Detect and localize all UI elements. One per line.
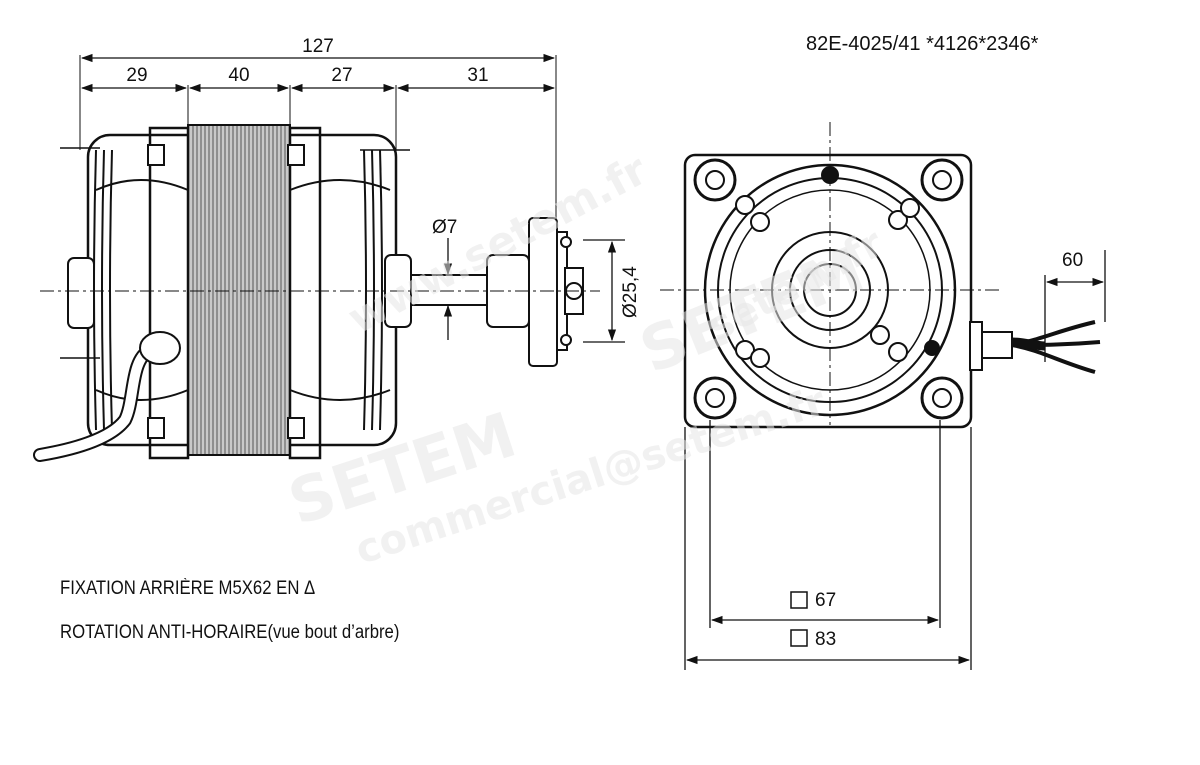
motor-front-view (660, 122, 1101, 429)
front-dimension-lines (684, 250, 1106, 670)
motor-side-view (33, 55, 600, 462)
dim-hub-diameter: Ø25,4 (620, 266, 641, 318)
dim-seg-4: 31 (467, 65, 488, 86)
side-dimension-lines (80, 53, 625, 343)
mounting-note: FIXATION ARRIÈRE M5X62 EN Δ (60, 578, 316, 599)
dim-bolt-spacing: 67 (815, 590, 836, 611)
dim-shaft-diameter: Ø7 (432, 217, 457, 238)
rotation-note: ROTATION ANTI-HORAIRE(vue bout d’arbre) (60, 622, 400, 643)
dim-cable-exit: 60 (1062, 250, 1083, 271)
dim-seg-1: 29 (126, 65, 147, 86)
dim-seg-2: 40 (228, 65, 249, 86)
reference-code: 82E-4025/41 *4126*2346* (806, 33, 1039, 55)
dim-square-size: 83 (815, 629, 836, 650)
dim-seg-3: 27 (331, 65, 352, 86)
dim-total-length: 127 (302, 36, 334, 57)
